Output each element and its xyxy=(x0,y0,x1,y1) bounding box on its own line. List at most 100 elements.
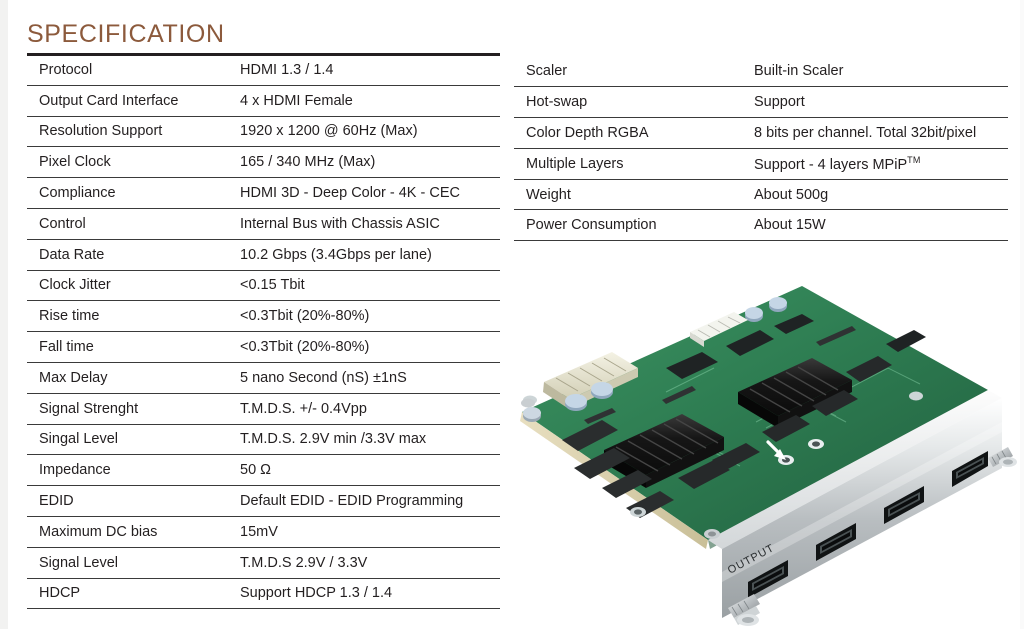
specification-table-left: Protocol HDMI 1.3 / 1.4 Output Card Inte… xyxy=(27,53,500,609)
spec-key: Impedance xyxy=(39,462,111,479)
spec-value: HDMI 1.3 / 1.4 xyxy=(240,62,334,79)
spec-key: HDCP xyxy=(39,585,81,602)
specification-table-right: Scaler Built-in Scaler Hot-swap Support … xyxy=(514,56,1008,241)
table-row: Fall time <0.3Tbit (20%-80%) xyxy=(27,332,500,363)
table-row: Compliance HDMI 3D - Deep Color - 4K - C… xyxy=(27,178,500,209)
capacitors xyxy=(523,297,787,422)
spec-key: Multiple Layers xyxy=(526,155,624,172)
spec-value: Default EDID - EDID Programming xyxy=(240,493,464,510)
pin-headers xyxy=(584,326,856,424)
table-row: Protocol HDMI 1.3 / 1.4 xyxy=(27,55,500,86)
spec-value: Support HDCP 1.3 / 1.4 xyxy=(240,585,393,602)
spec-key: Maximum DC bias xyxy=(39,523,158,540)
table-row: Hot-swap Support xyxy=(514,87,1008,118)
table-right-body: Scaler Built-in Scaler Hot-swap Support … xyxy=(514,56,1008,241)
spec-key: Singal Level xyxy=(39,431,118,448)
spec-value: 10.2 Gbps (3.4Gbps per lane) xyxy=(240,246,432,263)
table-row: Signal Strenght T.M.D.S. +/- 0.4Vpp xyxy=(27,393,500,425)
spec-key: Rise time xyxy=(39,308,100,325)
faceplate-top-bevel xyxy=(708,390,1002,549)
product-photo: OUTPUT xyxy=(516,272,1022,628)
table-row: Control Internal Bus with Chassis ASIC xyxy=(27,208,500,240)
spec-key: Color Depth RGBA xyxy=(526,124,649,141)
table-row: Weight About 500g xyxy=(514,179,1008,210)
trademark-superscript: TM xyxy=(907,154,921,165)
spec-key: Compliance xyxy=(39,185,116,202)
spec-key: Fall time xyxy=(39,339,94,356)
hdmi-ports xyxy=(748,451,988,598)
spec-value-with-superscript: Support - 4 layers MPiPTM xyxy=(746,148,1008,179)
spec-value: About 500g xyxy=(754,186,829,203)
table-row: EDID Default EDID - EDID Programming xyxy=(27,486,500,517)
faceplate-face xyxy=(722,398,1002,618)
table-row: Impedance 50 Ω xyxy=(27,455,500,486)
thumbscrew-top xyxy=(988,447,1017,467)
page-right-edge xyxy=(1020,0,1024,629)
spec-key: Power Consumption xyxy=(526,217,657,234)
hdmi-port xyxy=(952,451,988,487)
table-row: Pixel Clock 165 / 340 MHz (Max) xyxy=(27,147,500,178)
thumbscrew-bottom xyxy=(728,594,760,626)
spec-key: Scaler xyxy=(526,63,568,80)
spec-value: <0.3Tbit (20%-80%) xyxy=(240,339,370,356)
spec-key: Protocol xyxy=(39,62,93,79)
table-row: HDCP Support HDCP 1.3 / 1.4 xyxy=(27,578,500,609)
table-row: Data Rate 10.2 Gbps (3.4Gbps per lane) xyxy=(27,239,500,271)
spec-value: 165 / 340 MHz (Max) xyxy=(240,154,376,171)
spec-value: T.M.D.S. +/- 0.4Vpp xyxy=(240,400,367,417)
spec-key: Resolution Support xyxy=(39,123,163,140)
spec-key: Signal Level xyxy=(39,554,118,571)
hdmi-port xyxy=(816,523,856,561)
spec-key: Hot-swap xyxy=(526,94,588,111)
faceplate xyxy=(708,390,1002,618)
table-row: Multiple Layers Support - 4 layers MPiPT… xyxy=(514,148,1008,180)
spec-key: Clock Jitter xyxy=(39,277,111,294)
table-row: Clock Jitter <0.15 Tbit xyxy=(27,270,500,301)
spec-value: 15mV xyxy=(240,523,278,540)
spec-key: Max Delay xyxy=(39,369,108,386)
spec-value: <0.15 Tbit xyxy=(240,277,305,294)
table-row: Signal Level T.M.D.S 2.9V / 3.3V xyxy=(27,547,500,579)
spec-value: About 15W xyxy=(754,217,826,234)
mounting-holes xyxy=(523,391,923,517)
table-row: Resolution Support 1920 x 1200 @ 60Hz (M… xyxy=(27,116,500,147)
table-row: Power Consumption About 15W xyxy=(514,210,1008,241)
spec-key: Weight xyxy=(526,186,571,203)
spec-value: 1920 x 1200 @ 60Hz (Max) xyxy=(240,123,418,140)
spec-value: T.M.D.S. 2.9V min /3.3V max xyxy=(240,431,427,448)
spec-value: <0.3Tbit (20%-80%) xyxy=(240,308,370,325)
spec-value: 5 nano Second (nS) ±1nS xyxy=(240,369,407,386)
spec-key: Data Rate xyxy=(39,246,105,263)
white-socket xyxy=(690,312,748,347)
hdmi-port xyxy=(748,560,788,598)
page-title: SPECIFICATION xyxy=(27,20,225,48)
spec-value: 4 x HDMI Female xyxy=(240,92,353,109)
spec-value: 50 Ω xyxy=(240,462,271,479)
table-row: Color Depth RGBA 8 bits per channel. Tot… xyxy=(514,118,1008,149)
spec-value: Support - 4 layers MPiP xyxy=(754,156,908,173)
table-row: Singal Level T.M.D.S. 2.9V min /3.3V max xyxy=(27,424,500,455)
spec-value: Support xyxy=(754,94,805,111)
integrated-circuits xyxy=(562,314,926,518)
output-card-illustration: OUTPUT xyxy=(520,286,1017,626)
spec-key: Output Card Interface xyxy=(39,92,179,109)
hdmi-port xyxy=(884,486,924,524)
page-left-edge xyxy=(0,0,8,629)
spec-key: EDID xyxy=(39,493,74,510)
spec-key: Control xyxy=(39,215,86,232)
spec-value: Internal Bus with Chassis ASIC xyxy=(240,215,440,232)
spec-key: Signal Strenght xyxy=(39,400,139,417)
table-left-body: Protocol HDMI 1.3 / 1.4 Output Card Inte… xyxy=(27,55,500,609)
pcb-edge-thickness xyxy=(520,412,708,549)
table-row: Scaler Built-in Scaler xyxy=(514,56,1008,87)
table-row: Rise time <0.3Tbit (20%-80%) xyxy=(27,301,500,332)
table-row: Output Card Interface 4 x HDMI Female xyxy=(27,85,500,117)
board-screws xyxy=(521,398,720,539)
spec-value: T.M.D.S 2.9V / 3.3V xyxy=(240,554,368,571)
spec-value: Built-in Scaler xyxy=(754,63,844,80)
heatsink-primary xyxy=(604,414,724,488)
annotation-arrow-icon xyxy=(766,440,786,460)
spec-value: HDMI 3D - Deep Color - 4K - CEC xyxy=(240,185,460,202)
spec-value: 8 bits per channel. Total 32bit/pixel xyxy=(754,124,977,141)
